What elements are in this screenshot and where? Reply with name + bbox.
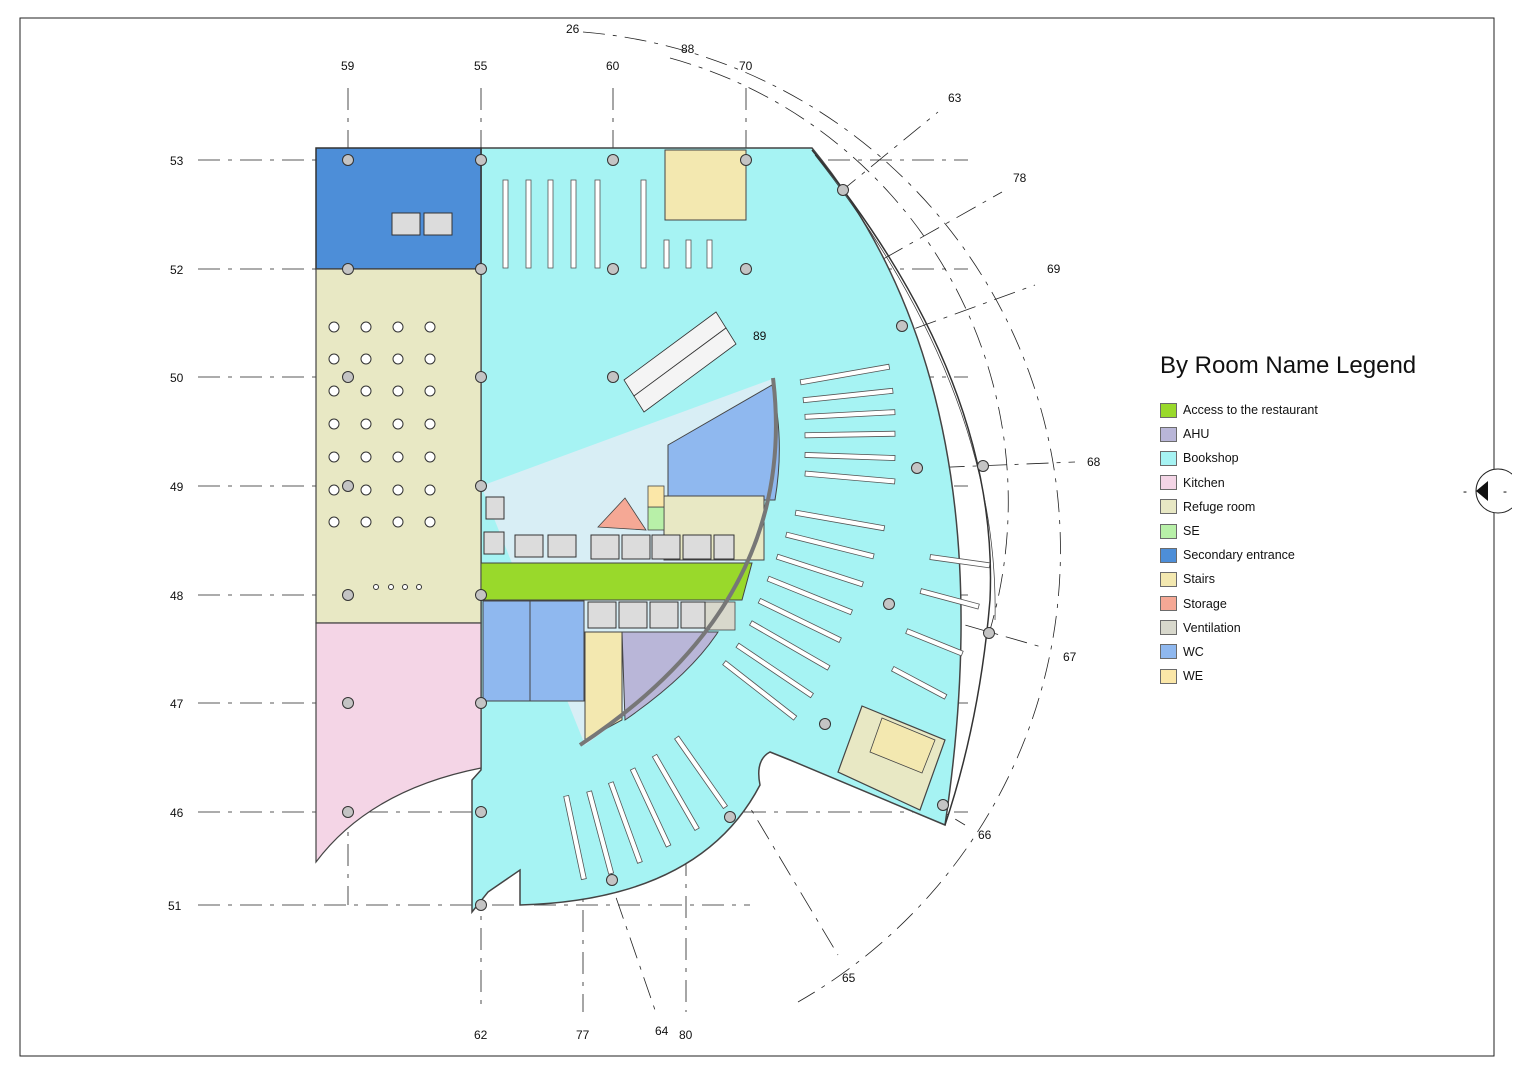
structural-columns	[342, 154, 995, 911]
room-ahu	[621, 631, 719, 721]
room-stairs-lower	[584, 631, 623, 741]
legend-label: Storage	[1183, 596, 1227, 611]
legend-title: By Room Name Legend	[1160, 352, 1417, 379]
legend-item: Stairs	[1160, 567, 1460, 591]
legend-item: Secondary entrance	[1160, 543, 1460, 567]
legend-item: Refuge room	[1160, 495, 1460, 519]
grid-label-65: 65	[842, 971, 856, 985]
room-wc-lower-2	[529, 600, 585, 702]
section-marker-right: -	[1503, 484, 1507, 498]
grid-label-89: 89	[753, 329, 767, 343]
section-marker-icon[interactable]: - -	[1462, 466, 1512, 516]
grid-label-70: 70	[739, 59, 753, 73]
grid-label-47: 47	[170, 697, 184, 711]
curved-wall-line	[814, 154, 996, 621]
legend-label: AHU	[1183, 427, 1210, 442]
legend-swatch	[1160, 620, 1177, 636]
legend-swatch	[1160, 644, 1177, 660]
legend-label: SE	[1183, 524, 1200, 539]
legend-swatch	[1160, 450, 1177, 466]
legend-item: Bookshop	[1160, 446, 1460, 470]
lift-shafts	[391, 212, 735, 629]
legend-label: Refuge room	[1183, 499, 1256, 514]
legend-item: AHU	[1160, 422, 1460, 446]
legend-item: WC	[1160, 640, 1460, 664]
room-kitchen	[315, 622, 482, 864]
legend-label: Bookshop	[1183, 451, 1239, 466]
grid-label-49: 49	[170, 480, 184, 494]
grid-label-62: 62	[474, 1028, 488, 1042]
legend-label: Access to the restaurant	[1183, 403, 1318, 418]
stair-flight-bottom-right	[869, 717, 936, 774]
legend-swatch	[1160, 499, 1177, 515]
room-access-restaurant	[480, 562, 753, 601]
legend-label: WC	[1183, 644, 1204, 659]
grid-label-64: 64	[655, 1024, 669, 1038]
escalator	[623, 311, 737, 413]
grid-label-77: 77	[576, 1028, 590, 1042]
legend-item: Storage	[1160, 592, 1460, 616]
legend-swatch	[1160, 426, 1177, 442]
legend-swatch	[1160, 402, 1177, 418]
grid-label-66: 66	[978, 828, 992, 842]
legend-label: WE	[1183, 669, 1204, 684]
room-stairs-top	[664, 149, 747, 221]
room-secondary-entrance	[315, 147, 482, 270]
grid-label-59: 59	[341, 59, 355, 73]
grid-label-52: 52	[170, 263, 184, 277]
legend-label: Stairs	[1183, 572, 1215, 587]
grid-label-60: 60	[606, 59, 620, 73]
building	[315, 147, 996, 915]
bookshelves	[502, 179, 991, 881]
legend-label: Secondary entrance	[1183, 548, 1295, 563]
grid-label-26: 26	[566, 22, 580, 36]
legend-item: Access to the restaurant	[1160, 398, 1460, 422]
room-storage	[597, 497, 647, 531]
grid-label-50: 50	[170, 371, 184, 385]
restaurant-tables	[328, 321, 436, 590]
legend-item: SE	[1160, 519, 1460, 543]
grid-label-78: 78	[1013, 171, 1027, 185]
room-legend: By Room Name Legend Access to the restau…	[1160, 352, 1460, 688]
grid-label-80: 80	[679, 1028, 693, 1042]
sheet-border	[19, 17, 1495, 1057]
legend-label: Ventilation	[1183, 620, 1241, 635]
grid-label-55: 55	[474, 59, 488, 73]
curved-wall-inner	[578, 377, 778, 747]
grid-label-53: 53	[170, 154, 184, 168]
grid-label-46: 46	[170, 806, 184, 820]
grid-label-88: 88	[681, 42, 695, 56]
legend-swatch	[1160, 596, 1177, 612]
grid-label-69: 69	[1047, 262, 1061, 276]
room-se	[647, 506, 665, 531]
legend-swatch	[1160, 571, 1177, 587]
room-we-small	[647, 485, 665, 508]
grid-label-48: 48	[170, 589, 184, 603]
legend-swatch	[1160, 475, 1177, 491]
legend-item: Ventilation	[1160, 616, 1460, 640]
legend-swatch	[1160, 668, 1177, 684]
legend-item: WE	[1160, 664, 1460, 688]
legend-item: Kitchen	[1160, 471, 1460, 495]
legend-swatch	[1160, 547, 1177, 563]
legend-label: Kitchen	[1183, 475, 1225, 490]
room-wc-lower-1	[482, 600, 531, 702]
curved-wall-outer	[811, 149, 992, 826]
legend-swatch	[1160, 523, 1177, 539]
grid-label-63: 63	[948, 91, 962, 105]
grid-label-68: 68	[1087, 455, 1101, 469]
grid-label-51: 51	[168, 899, 182, 913]
grid-label-67: 67	[1063, 650, 1077, 664]
grid-labels: 26 88 59 55 60 70 63 78 69 89 68 67 66 6…	[168, 22, 1101, 1042]
section-marker-left: -	[1463, 484, 1467, 498]
